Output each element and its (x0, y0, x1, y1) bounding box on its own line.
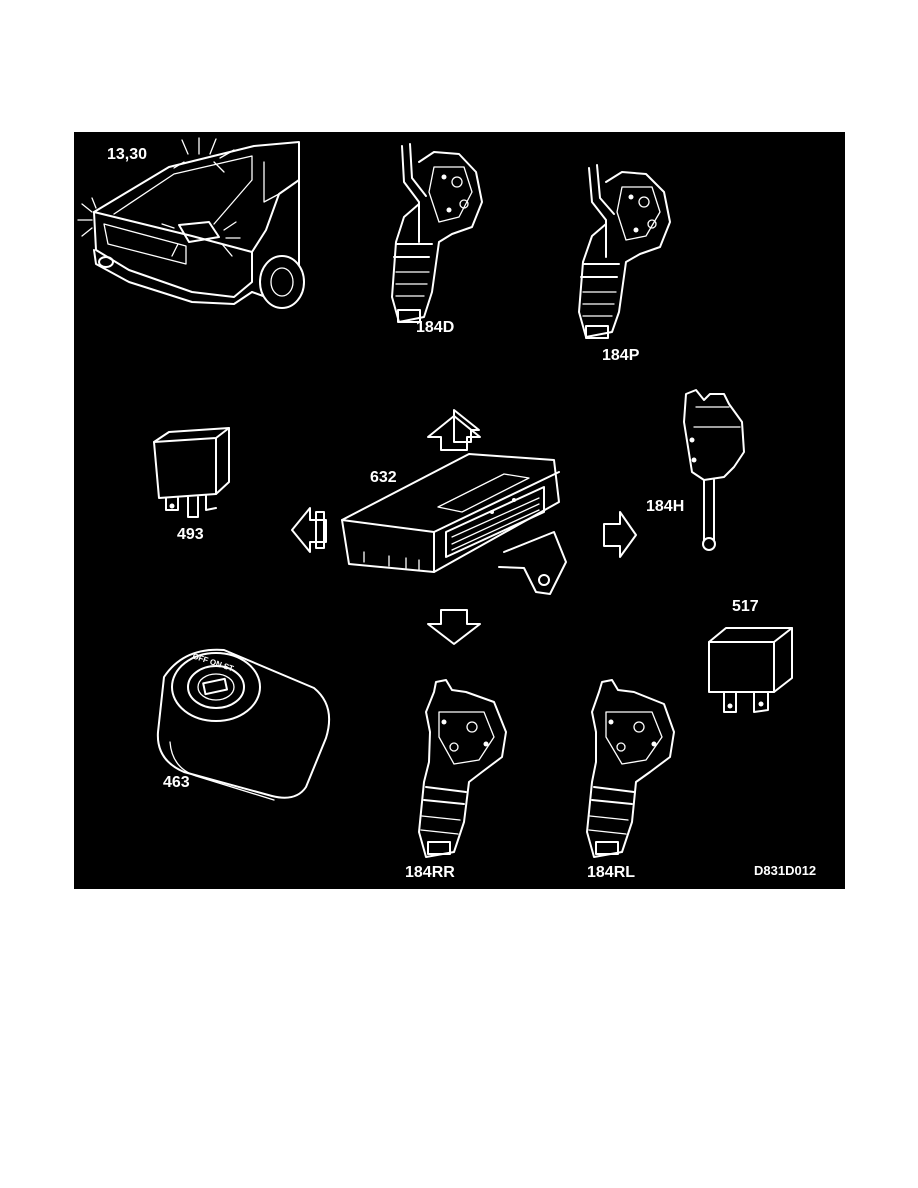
relay-517 (708, 627, 793, 713)
label-184h: 184H (646, 498, 684, 515)
arrow-down-icon (427, 609, 481, 645)
figure-code: D831D012 (754, 863, 816, 878)
label-13-30: 13,30 (107, 146, 147, 163)
relay-493 (153, 427, 230, 518)
label-184rl: 184RL (587, 864, 635, 881)
lock-actuator-184h (683, 389, 745, 551)
label-463: 463 (163, 774, 190, 791)
label-517: 517 (732, 598, 759, 615)
arrow-right-icon (603, 511, 637, 558)
label-184p: 184P (602, 347, 640, 364)
label-184d: 184D (416, 319, 454, 336)
arrow-up-icon (427, 409, 481, 451)
component-diagram: 13,30 184D 184P (74, 132, 845, 889)
lock-actuator-184rl (586, 679, 675, 858)
arrow-left-icon (291, 507, 327, 553)
lock-actuator-184d (391, 143, 483, 323)
lock-actuator-184rr (418, 679, 507, 858)
control-module-632 (341, 453, 567, 595)
car-rear-illustration (77, 137, 305, 309)
lock-actuator-184p (578, 164, 671, 339)
label-493: 493 (177, 526, 204, 543)
label-184rr: 184RR (405, 864, 455, 881)
light-rays (77, 137, 241, 257)
label-632: 632 (370, 469, 397, 486)
